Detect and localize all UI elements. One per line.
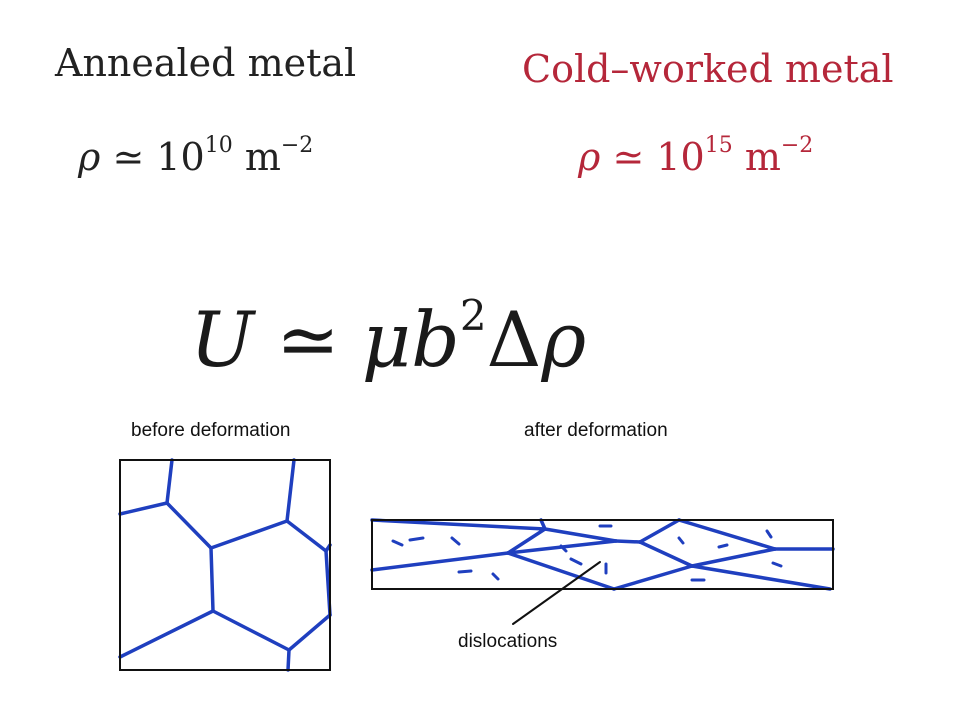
dislocation: [569, 557, 583, 566]
dislocation: [391, 539, 404, 547]
density-unit: m: [244, 135, 281, 179]
before-deformation-label: before deformation: [131, 420, 291, 441]
dislocation: [765, 529, 773, 539]
elongated-grains: [370, 518, 835, 591]
density-base: 10: [156, 135, 205, 179]
grain-boundary: [506, 551, 616, 591]
grain-boundary: [209, 519, 289, 550]
delta-symbol: Δ: [486, 295, 542, 384]
grain-boundary: [285, 458, 296, 523]
grain-boundary: [287, 613, 332, 652]
specimen-outline: [371, 519, 834, 590]
dislocation: [408, 536, 425, 542]
grain-boundary: [506, 527, 547, 555]
grain-boundary: [543, 527, 618, 543]
cold-worked-metal-title: Cold–worked metal: [522, 47, 894, 91]
density-exponent: 10: [204, 133, 233, 158]
grain-boundary: [209, 546, 215, 613]
density-base: 10: [656, 135, 705, 179]
dislocations-pointer: [512, 561, 601, 625]
approx-symbol: ≃: [112, 135, 145, 179]
dislocation: [457, 569, 473, 574]
grain-boundary: [370, 551, 510, 572]
unit-exponent: −2: [280, 133, 314, 158]
rho-symbol: ρ: [578, 135, 601, 179]
approx-symbol: ≃: [612, 135, 645, 179]
density-unit: m: [744, 135, 781, 179]
grain-boundary: [285, 519, 328, 553]
grain-boundary: [118, 609, 215, 659]
grain-boundary: [370, 518, 547, 531]
dislocation: [677, 536, 685, 545]
grain-boundary: [118, 501, 169, 516]
grain-boundary: [286, 648, 291, 672]
unit-exponent: −2: [780, 133, 814, 158]
dislocation-marks: [391, 524, 783, 582]
annealed-density-formula: ρ ≃ 1010 m−2: [78, 133, 314, 179]
energy-symbol: U: [190, 295, 255, 384]
burgers-vector-symbol: b: [411, 295, 460, 384]
equiaxed-grains: [118, 458, 332, 672]
dislocation: [450, 536, 461, 546]
grain-boundary: [165, 501, 213, 550]
rho-symbol: ρ: [541, 295, 587, 384]
grain-boundary: [612, 564, 694, 591]
after-deformation-label: after deformation: [524, 420, 668, 441]
grain-boundary: [677, 518, 777, 551]
dislocations-label: dislocations: [458, 631, 558, 652]
grain-boundary: [211, 609, 291, 652]
grain-boundary: [690, 547, 777, 568]
grain-boundary: [165, 458, 174, 505]
grain-boundary: [614, 539, 642, 544]
dislocation: [559, 544, 568, 553]
dislocation: [717, 543, 729, 549]
shear-modulus-symbol: μ: [361, 295, 412, 384]
grain-boundary: [690, 564, 832, 591]
stored-energy-equation: U≃μb2Δρ: [190, 295, 586, 378]
density-exponent: 15: [704, 133, 733, 158]
annealed-metal-title: Annealed metal: [55, 41, 357, 85]
grain-boundary: [638, 518, 681, 544]
dislocation: [491, 572, 500, 581]
cold-worked-density-formula: ρ ≃ 1015 m−2: [578, 133, 814, 179]
specimen-outline: [119, 459, 331, 671]
approx-symbol: ≃: [276, 295, 340, 384]
dislocation: [771, 561, 783, 568]
rho-symbol: ρ: [78, 135, 101, 179]
burgers-exponent: 2: [459, 291, 487, 340]
grain-boundary: [638, 540, 694, 568]
